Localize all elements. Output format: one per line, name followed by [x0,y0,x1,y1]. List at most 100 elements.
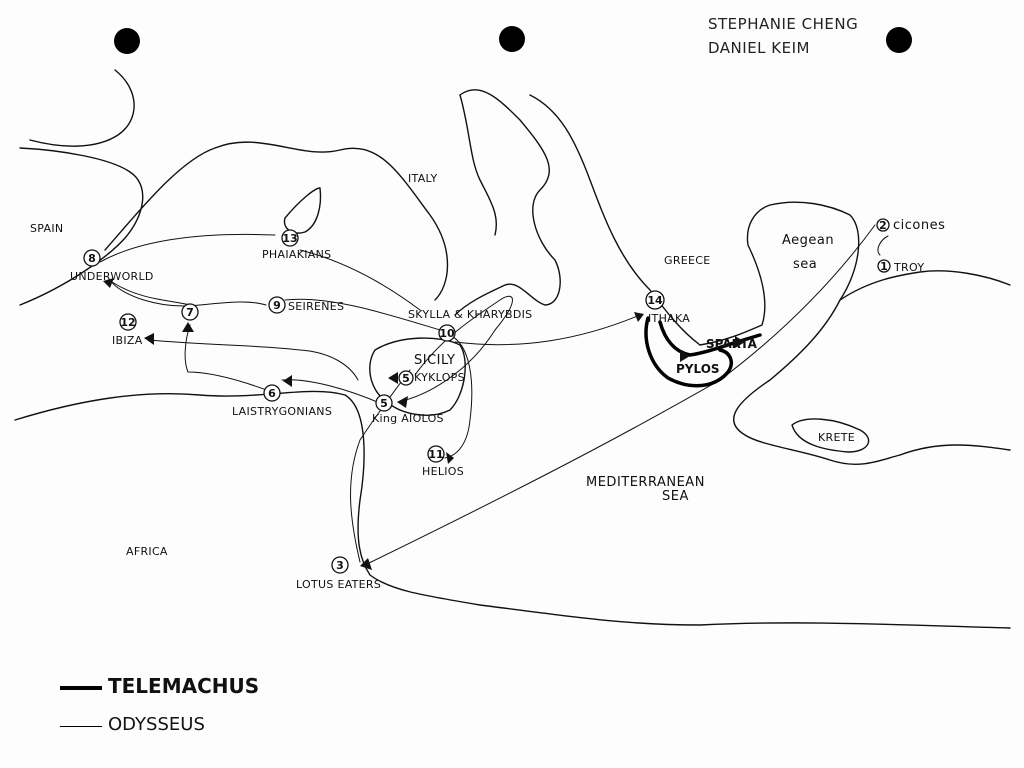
arrowhead [144,333,154,345]
region-label-italy: ITALY [408,172,438,185]
arrowhead [735,336,745,348]
stop-number: 13 [282,232,297,245]
stop-marker-6 [263,384,281,402]
stop-number: 8 [88,252,96,265]
stop-label-troy: TROY [893,261,924,274]
legend-swatch-thick [60,686,102,690]
place-label-pylos: PYLOS [676,362,720,376]
arrowhead [360,558,372,570]
coast-sicily [369,337,466,416]
route-seirenes-skylla [284,298,441,331]
place-label-sparta: SPARTA [706,337,758,351]
arrowhead [634,312,644,322]
stop-number: 1 [880,260,888,273]
region-label-mediterranean: MEDITERRANEAN [586,475,705,490]
coast-krete [791,418,870,453]
region-label-mediterranean-sea: SEA [662,489,689,504]
coast-italy-east [454,89,561,316]
binder-hole [114,28,140,54]
coast-italy-peninsula [459,94,497,236]
stop-marker-4 [398,370,414,386]
legend-label-odysseus: ODYSSEUS [108,714,205,735]
arrowhead [680,350,690,362]
region-label-sicily: SICILY [414,353,455,368]
route-to-ithaka [454,314,641,346]
route-ithaka-pylos [644,316,733,388]
author-name: STEPHANIE CHENG [708,15,859,33]
coast-spain [19,147,144,306]
stop-label-cicones: cicones [893,218,945,233]
stop-number: 5 [380,397,388,410]
stop-marker-9 [268,296,286,314]
author-name: DANIEL KEIM [708,39,810,57]
stop-marker-13 [281,229,299,247]
arrowhead [446,452,454,464]
region-label-krete: KRETE [818,431,855,444]
stop-marker-8 [83,249,101,267]
stop-marker-7 [181,303,199,321]
route-7-underworld [111,281,191,306]
arrowhead [397,396,408,408]
stop-marker-1 [877,259,891,273]
stop-marker-12 [119,313,137,331]
odysseus-route [99,224,889,566]
authors-block: STEPHANIE CHENG DANIEL KEIM [708,12,928,62]
arrowheads [103,278,745,570]
coast-greece-east [699,201,901,465]
stop-marker-11 [427,445,445,463]
stop-number: 5 [402,372,410,385]
stop-label-helios: HELIOS [422,465,464,478]
region-label-spain: SPAIN [30,222,63,235]
arrowhead [182,322,194,332]
region-label-africa: AFRICA [126,545,168,558]
legend-item-odysseus: ODYSSEUS [60,712,380,742]
binder-hole [499,26,525,52]
route-underworld-seirenes [109,279,267,307]
stop-markers [83,218,891,574]
route-troy-cicones [877,235,889,256]
stop-number: 7 [186,306,194,319]
stop-label-ithaka: ITHAKA [648,312,690,325]
route-lotus-kyklops [350,369,411,563]
stop-label-kyklops: KYKLOPS [414,371,465,384]
coast-asia-south [899,444,1011,456]
stop-number: 14 [647,294,663,307]
route-skylla-helios [444,334,473,459]
stop-number: 10 [439,327,455,340]
coast-italy-west [104,141,449,301]
stop-label-skylla-kharybdis: SKYLLA & KHARYBDIS [408,308,532,321]
route-cicones-lotus [364,224,876,566]
region-label-greece: GREECE [664,254,711,267]
arrowhead [283,375,292,387]
coast-greece-west [529,94,701,346]
legend: TELEMACHUS ODYSSEUS [60,672,380,752]
stop-label-ibiza: IBIZA [112,334,143,347]
coast-top-left-arc [29,69,135,147]
binder-hole [886,27,912,53]
stop-number: 11 [428,448,443,461]
stop-marker-2 [876,218,890,232]
route-ibiza [149,339,359,381]
legend-item-telemachus: TELEMACHUS [60,672,380,702]
stop-marker-14 [645,290,665,310]
stop-number: 6 [268,387,276,400]
route-laistrygonians-7 [184,324,273,393]
stop-number: 12 [120,316,135,329]
stop-label-laistrygonians: LAISTRYGONIANS [232,405,332,418]
route-underworld-phaiakians [99,233,276,263]
stop-marker-3 [331,556,349,574]
arrowhead [388,372,398,384]
stop-label-underworld: UNDERWORLD [70,270,154,283]
stop-number: 9 [273,299,281,312]
arrowhead [103,278,114,288]
stop-marker-10 [438,324,456,342]
coast-africa-north [14,390,1011,629]
stop-label-king-aiolos: King AIOLOS [372,412,444,425]
region-label-aegean: Aegean [782,233,834,248]
stop-number: 3 [336,559,344,572]
stop-label-lotus-eaters: LOTUS EATERS [296,578,381,591]
stop-label-phaiakians: PHAIAKIANS [262,248,331,261]
route-phaiakians-skylla [299,249,421,311]
